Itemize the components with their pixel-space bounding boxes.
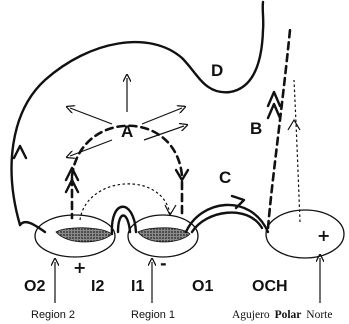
dotted-chevron-icon — [288, 120, 300, 130]
boundary-arrow-icon — [14, 146, 26, 158]
footer-region-2: Region 2 — [31, 309, 75, 321]
polar-cap-ellipse — [266, 210, 344, 258]
current-c-o1-och — [186, 205, 268, 232]
label-d: D — [211, 61, 223, 80]
label-o2: O2 — [24, 278, 45, 295]
current-arch-inner — [118, 216, 130, 233]
dotted-line-polar — [294, 80, 300, 222]
label-o1: O1 — [192, 278, 213, 295]
dotted-arc-inner — [80, 184, 170, 220]
footer-polar-prefix: Agujero — [232, 309, 270, 321]
footer-polar: Agujero Polar Norte — [232, 309, 332, 321]
label-c: C — [219, 168, 231, 187]
footer-polar-bold: Polar — [275, 309, 302, 321]
footer-polar-suffix: Norte — [306, 309, 332, 321]
dotted-arrow-icon — [165, 205, 176, 215]
footer-region-1: Region 1 — [131, 309, 175, 321]
label-b: B — [250, 119, 262, 138]
label-och: OCH — [252, 278, 288, 295]
label-i1: I1 — [131, 278, 144, 295]
sign-region-2: + — [73, 258, 86, 277]
sign-polar: + — [317, 226, 330, 245]
current-c-inner — [192, 213, 262, 232]
magnetopause-boundary-d — [12, 2, 264, 225]
chevron-b-icon-2 — [268, 104, 280, 118]
dashed-line-b — [268, 30, 290, 228]
sign-region-1: - — [160, 254, 167, 273]
label-a: A — [121, 122, 133, 141]
label-i2: I2 — [91, 278, 104, 295]
